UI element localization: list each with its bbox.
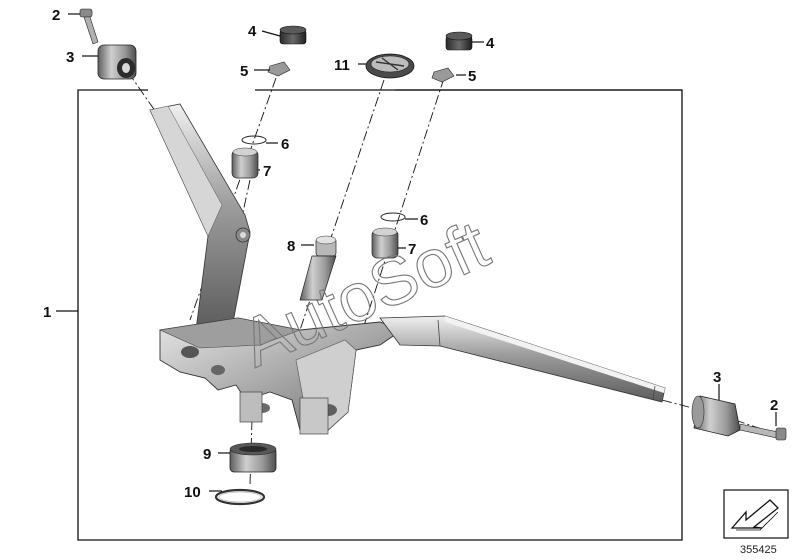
callout-7-upper: 7 (263, 163, 271, 180)
watermark-text: AutoSoft (230, 206, 499, 382)
sleeve-pin (299, 235, 337, 301)
bolt-left (79, 8, 99, 45)
callout-10: 10 (184, 484, 201, 501)
reference-symbol (723, 489, 789, 539)
bearing (229, 442, 277, 473)
bar-end-weight-left (97, 44, 137, 80)
callout-5-right: 5 (468, 68, 476, 85)
bolt-right (739, 423, 787, 441)
reference-number: 355425 (740, 544, 777, 556)
callout-11: 11 (334, 57, 350, 74)
callouts: 1 2 2 3 3 4 4 5 5 6 6 7 7 8 9 10 11 (43, 7, 778, 501)
bar-end-weight-right (691, 395, 741, 437)
cap-right (445, 31, 473, 51)
callout-5-left: 5 (240, 63, 248, 80)
callout-3-right: 3 (713, 369, 721, 386)
leader-lines (56, 13, 777, 492)
callout-7-lower: 7 (408, 241, 416, 258)
callout-4-right: 4 (486, 35, 495, 52)
callout-9: 9 (203, 446, 211, 463)
callout-2-right: 2 (770, 397, 778, 414)
ring-upper-left (241, 135, 267, 145)
callout-4-left: 4 (248, 23, 257, 40)
callout-2-left: 2 (52, 7, 60, 24)
cap-left (279, 25, 307, 45)
nut-left (267, 61, 291, 77)
callout-3-left: 3 (66, 49, 74, 66)
cover-cap (365, 53, 415, 79)
callout-6-upper: 6 (281, 136, 289, 153)
callout-1: 1 (43, 304, 51, 321)
circlip (214, 488, 266, 506)
rubber-mount-left (231, 147, 259, 179)
rubber-mount-right (371, 227, 399, 259)
callout-8: 8 (287, 238, 295, 255)
handlebar-part (149, 103, 666, 435)
callout-6-lower: 6 (420, 212, 428, 229)
nut-right (431, 67, 455, 83)
ring-upper-right (380, 212, 406, 222)
